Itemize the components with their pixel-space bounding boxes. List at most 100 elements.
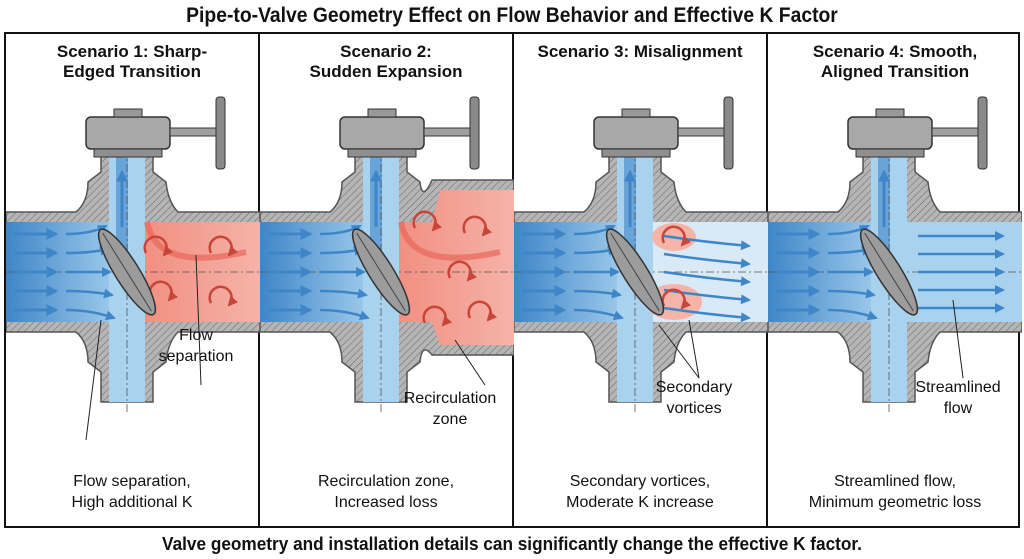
diagram-footer: Valve geometry and installation details … [162, 533, 862, 554]
leader-line [658, 324, 700, 379]
heading-line: Scenario 2: [340, 42, 432, 61]
caption-line: Minimum geometric loss [808, 494, 982, 511]
caption-line: Streamlined flow, [834, 473, 956, 490]
actuator-cap [367, 108, 397, 118]
heading-line: Scenario 1: Sharp- [56, 42, 208, 61]
callout-line: separation [158, 348, 234, 365]
diagram-title: Pipe-to-Valve Geometry Effect on Flow Be… [186, 4, 838, 27]
callout-line: zone [432, 411, 468, 428]
panel-caption: Secondary vortices,Moderate K increase [514, 471, 766, 513]
panel-scenario-4: Scenario 4: Smooth,Aligned Transition St… [768, 34, 1022, 526]
disc-edge [356, 232, 406, 312]
flow-arrow [663, 288, 751, 305]
butterfly-disc [351, 228, 411, 316]
callout-label: Streamlined flow [898, 377, 1018, 419]
heading-line: Scenario 3: Misalignment [537, 42, 743, 61]
heading-line: Sudden Expansion [309, 62, 463, 81]
heading-line: Scenario 4: Smooth, [812, 42, 978, 61]
callout-label: Flow separation [146, 325, 246, 367]
valve-illustration [514, 96, 768, 412]
vortex-arrow [462, 215, 493, 237]
panel-heading: Scenario 2:Sudden Expansion [260, 42, 512, 82]
handwheel-icon [469, 96, 480, 170]
handwheel-shaft [169, 127, 217, 137]
valve-illustration [260, 96, 514, 412]
flow-arrow [663, 234, 751, 251]
butterfly-disc [859, 228, 919, 316]
disc-edge [864, 232, 914, 312]
flow-arrow [319, 224, 362, 236]
leader-line [454, 339, 486, 386]
vortex-arrow [661, 225, 692, 247]
panel-caption: Streamlined flow, Minimum geometric loss [768, 471, 1022, 513]
flow-arrow [65, 308, 116, 321]
actuator-housing [847, 116, 933, 150]
actuator-housing [593, 116, 679, 150]
handwheel-shaft [423, 127, 471, 137]
flow-arrow [827, 308, 878, 321]
handwheel-icon [723, 96, 734, 170]
callout-line: Streamlined [915, 379, 1001, 396]
panel-caption: Flow separation, High additional K [6, 471, 258, 513]
actuator-cap [875, 108, 905, 118]
separation-streak [398, 221, 501, 261]
callout-label: Secondary vortices [634, 377, 754, 419]
caption-line: High additional K [71, 494, 193, 511]
actuator-cap [621, 108, 651, 118]
handwheel-shaft [931, 127, 979, 137]
flow-arrow [573, 224, 616, 236]
callout-line: Secondary [655, 379, 733, 396]
actuator-flange [601, 148, 671, 158]
butterfly-disc [605, 228, 665, 316]
vortex-arrow [143, 235, 174, 257]
separation-streak [144, 221, 247, 261]
outlet-flow-region [381, 190, 514, 345]
panel-scenario-1: Scenario 1: Sharp-Edged Transition Flow s… [6, 34, 260, 526]
vortex-arrow [208, 285, 239, 307]
heading-line: Aligned Transition [820, 62, 970, 81]
flow-arrow [65, 288, 114, 299]
leader-line [195, 254, 202, 386]
leader-line [85, 319, 102, 440]
vortex-arrow [208, 235, 239, 257]
caption-line: Secondary vortices, [569, 473, 711, 490]
vortex-arrow [661, 288, 692, 310]
panel-caption: Recirculation zone, Increased loss [260, 471, 512, 513]
flow-arrow [663, 252, 751, 269]
vortex-arrow [467, 300, 498, 322]
scenario-grid: Scenario 1: Sharp-Edged Transition Flow s… [4, 32, 1022, 528]
flow-arrow [827, 224, 870, 236]
vortex-arrow [447, 260, 478, 282]
callout-label: Recirculation zone [390, 388, 510, 430]
flow-arrow [319, 288, 368, 299]
actuator-flange [855, 148, 925, 158]
butterfly-disc [97, 228, 157, 316]
caption-line: Recirculation zone, [317, 473, 455, 490]
panel-scenario-3: Scenario 3: Misalignment Secondary vortic… [514, 34, 768, 526]
actuator-housing [85, 116, 171, 150]
handwheel-shaft [677, 127, 725, 137]
flow-arrow [573, 288, 622, 299]
callout-line: Recirculation [403, 390, 497, 407]
callout-line: flow [943, 400, 973, 417]
actuator-housing [339, 116, 425, 150]
callout-line: vortices [666, 400, 722, 417]
leader-line [952, 299, 964, 379]
vortex-arrow [412, 210, 443, 232]
actuator-cap [113, 108, 143, 118]
flow-arrow [663, 270, 751, 287]
flow-arrow [827, 288, 876, 299]
callout-line: Flow [179, 327, 213, 344]
vortex-arrow [422, 305, 453, 327]
actuator-flange [93, 148, 163, 158]
panel-heading: Scenario 1: Sharp-Edged Transition [6, 42, 258, 82]
handwheel-icon [977, 96, 988, 170]
caption-line: Flow separation, [73, 473, 191, 490]
heading-line: Edged Transition [63, 62, 201, 81]
caption-line: Increased loss [334, 494, 438, 511]
handwheel-icon [215, 96, 226, 170]
panel-heading: Scenario 3: Misalignment [514, 42, 766, 62]
flow-arrow [663, 306, 751, 323]
panel-scenario-2: Scenario 2:Sudden Expansion Recirculatio… [260, 34, 514, 526]
actuator-flange [347, 148, 417, 158]
